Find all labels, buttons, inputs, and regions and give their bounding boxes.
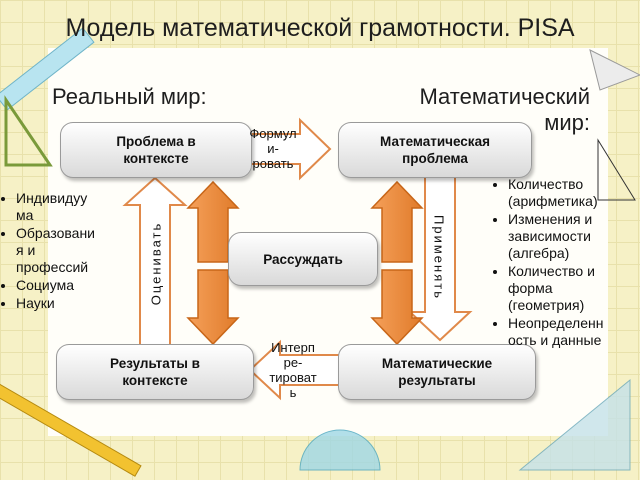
math-problem-line1: Математическая — [380, 134, 490, 149]
results-in-context-box: Результаты в контексте — [56, 344, 254, 400]
interpret-label-line2: ре- — [283, 355, 303, 370]
ruler-top-left — [0, 27, 95, 111]
math-results-line2: результаты — [398, 373, 476, 388]
triangle-ruler-bottom-right — [518, 378, 631, 471]
formulate-label-line2: и- — [267, 141, 279, 156]
interpret-label: Интерп ре- тироват ь — [262, 340, 324, 400]
problem-in-context-box: Проблема в контексте — [60, 122, 252, 178]
math-problem-box: Математическая проблема — [338, 122, 532, 178]
interpret-arrow — [248, 339, 343, 401]
page-title: Модель математической грамотности. PISA — [65, 14, 575, 42]
math-world-label-line2: мир: — [544, 110, 590, 135]
triangle-ruler-left — [4, 95, 53, 167]
problem-in-context-line1: Проблема в — [116, 134, 196, 149]
apply-label: Применять — [431, 215, 447, 300]
results-in-context-line2: контексте — [122, 373, 188, 388]
real-world-label: Реальный мир: — [52, 84, 207, 109]
interpret-label-line1: Интерп — [271, 340, 315, 355]
reason-down-right-arrow — [370, 269, 424, 346]
reason-label: Рассуждать — [263, 251, 343, 267]
list-item: Количество(арифметика) — [508, 176, 640, 210]
apply-arrow — [407, 174, 473, 342]
results-in-context-line1: Результаты в — [110, 356, 200, 371]
list-item: Социума — [16, 277, 146, 294]
interpret-label-line4: ь — [289, 385, 297, 400]
math-results-line1: Математические — [381, 356, 493, 371]
list-item: Науки — [16, 295, 146, 312]
triangle-right-icon — [597, 138, 636, 201]
interpret-label-line3: тироват — [269, 370, 317, 385]
math-world-label-line1: Математический — [419, 84, 590, 109]
formulate-label-line1: Формул — [249, 126, 297, 141]
paper-plane — [589, 49, 640, 91]
evaluate-label: Оценивать — [148, 221, 164, 306]
evaluate-arrow — [122, 176, 188, 346]
math-world-label: Математический мир: — [368, 84, 590, 136]
problem-in-context-line2: контексте — [123, 151, 189, 166]
formulate-label: Формул и- ровать — [245, 126, 301, 171]
math-problem-line2: проблема — [402, 151, 468, 166]
formulate-label-line3: ровать — [252, 156, 294, 171]
math-results-box: Математические результаты — [338, 344, 536, 400]
reason-up-right-arrow — [370, 180, 424, 263]
pencil-bottom-left — [0, 380, 142, 477]
reason-box: Рассуждать — [228, 232, 378, 286]
right-content-areas-list: Количество(арифметика) Изменения изависи… — [494, 176, 640, 350]
protractor-icon — [299, 429, 381, 471]
